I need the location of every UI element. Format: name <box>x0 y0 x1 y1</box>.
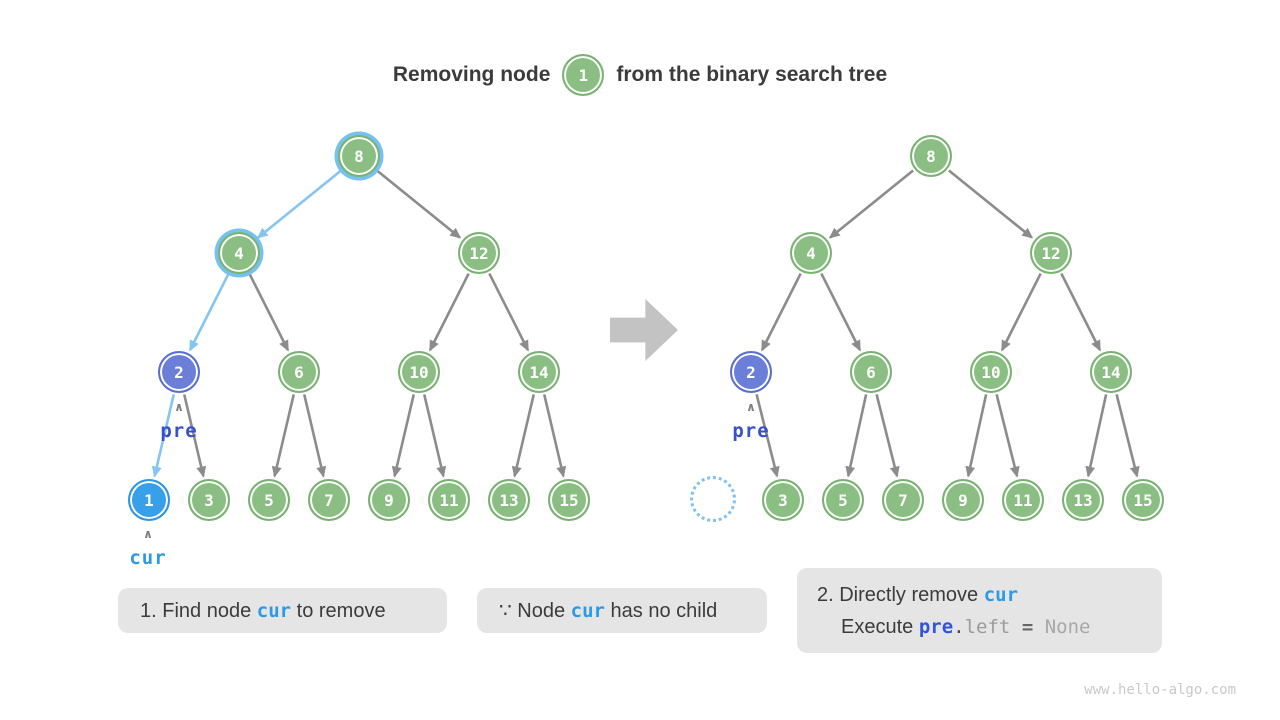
cur-pointer-label: cur <box>129 547 167 569</box>
edge-right-10-9 <box>965 394 988 478</box>
caption-segment: . <box>953 615 965 638</box>
edge-left-12-14 <box>488 272 530 352</box>
edge-right-12-10 <box>1000 272 1042 352</box>
tree-node-right-6: 6 <box>850 351 892 393</box>
tree-node-left-5: 5 <box>248 479 290 521</box>
edge-right-8-12 <box>948 169 1034 239</box>
edge-right-12-14 <box>1060 272 1102 352</box>
edge-right-4-6 <box>820 272 862 352</box>
edge-left-8-4 <box>256 169 342 239</box>
watermark: www.hello-algo.com <box>1084 682 1236 698</box>
tree-node-right-15: 15 <box>1122 479 1164 521</box>
edge-right-4-2 <box>760 272 802 352</box>
edge-left-2-1 <box>151 394 176 478</box>
caption-line: ∵ Node cur has no child <box>499 595 767 627</box>
tree-node-right-11: 11 <box>1002 479 1044 521</box>
caption-segment: ∵ Node <box>499 599 571 622</box>
caption-because: ∵ Node cur has no child <box>477 588 767 633</box>
caption-segment: cur <box>570 599 605 622</box>
tree-node-right-9: 9 <box>942 479 984 521</box>
edge-left-12-10 <box>428 272 470 352</box>
tree-node-left-11: 11 <box>428 479 470 521</box>
edge-right-14-13 <box>1085 394 1108 478</box>
tree-node-right-10: 10 <box>970 351 1012 393</box>
edge-left-4-2 <box>188 272 230 352</box>
tree-node-left-9: 9 <box>368 479 410 521</box>
caption-line: 2. Directly remove cur <box>817 579 1162 611</box>
pre-pointer-label: pre <box>732 420 770 442</box>
caption-segment: = <box>1010 615 1045 638</box>
tree-node-right-8: 8 <box>910 135 952 177</box>
tree-node-left-14: 14 <box>518 351 560 393</box>
tree-node-left-1: 1 <box>128 479 170 521</box>
title-node-badge: 1 <box>562 54 605 96</box>
tree-node-right-12: 12 <box>1030 232 1072 274</box>
tree-node-left-15: 15 <box>548 479 590 521</box>
caption-segment: to remove <box>291 599 386 622</box>
caption-segment: Execute <box>841 615 919 638</box>
edge-left-8-12 <box>376 169 462 239</box>
caption-segment: left <box>964 615 1011 638</box>
tree-node-left-7: 7 <box>308 479 350 521</box>
edge-left-14-15 <box>542 394 567 478</box>
edge-left-10-9 <box>391 394 416 478</box>
caption-segment: 1. Find node <box>140 599 257 622</box>
pointer-caret-icon: ∧ <box>746 400 756 414</box>
tree-node-left-3: 3 <box>188 479 230 521</box>
edge-right-6-7 <box>875 393 900 478</box>
edge-left-4-6 <box>248 272 290 352</box>
caption-line: 1. Find node cur to remove <box>140 595 447 627</box>
tree-node-right-2: 2 <box>730 351 772 393</box>
tree-node-right-5: 5 <box>822 479 864 521</box>
caption-segment: 2. Directly remove <box>817 583 984 606</box>
edge-right-8-4 <box>828 169 914 239</box>
edge-left-2-3 <box>182 394 207 478</box>
tree-node-right-14: 14 <box>1090 351 1132 393</box>
caption-segment: cur <box>983 583 1019 606</box>
edge-right-2-3 <box>755 393 780 478</box>
pointer-caret-icon: ∧ <box>143 527 153 541</box>
tree-node-left-2: 2 <box>158 351 200 393</box>
pointer-caret-icon: ∧ <box>174 400 184 414</box>
tree-node-right-13: 13 <box>1062 479 1104 521</box>
removed-node-placeholder <box>690 476 736 522</box>
caption-step-1: 1. Find node cur to remove <box>118 588 447 633</box>
caption-line: Execute pre.left = None <box>841 611 1162 643</box>
edge-left-10-11 <box>422 394 447 478</box>
tree-node-right-3: 3 <box>762 479 804 521</box>
edge-right-10-11 <box>995 393 1020 478</box>
edge-left-6-5 <box>271 394 296 478</box>
caption-segment: None <box>1044 615 1091 638</box>
caption-segment: pre <box>918 615 954 638</box>
page-title: Removing node 1 from the binary search t… <box>0 54 1280 96</box>
tree-node-left-8: 8 <box>338 135 380 177</box>
edge-left-14-13 <box>511 394 536 478</box>
tree-node-left-6: 6 <box>278 351 320 393</box>
title-text-left: Removing node <box>392 63 551 86</box>
caption-segment: cur <box>256 599 292 622</box>
tree-node-left-13: 13 <box>488 479 530 521</box>
edge-right-6-5 <box>845 394 868 478</box>
tree-node-left-12: 12 <box>458 232 500 274</box>
pre-pointer-label: pre <box>160 420 198 442</box>
title-text-right: from the binary search tree <box>616 63 888 86</box>
edge-left-6-7 <box>302 394 327 478</box>
tree-node-left-10: 10 <box>398 351 440 393</box>
tree-node-right-4: 4 <box>790 232 832 274</box>
caption-segment: has no child <box>604 599 718 622</box>
edge-right-14-15 <box>1115 393 1140 478</box>
tree-node-left-4: 4 <box>218 232 260 274</box>
tree-node-right-7: 7 <box>882 479 924 521</box>
